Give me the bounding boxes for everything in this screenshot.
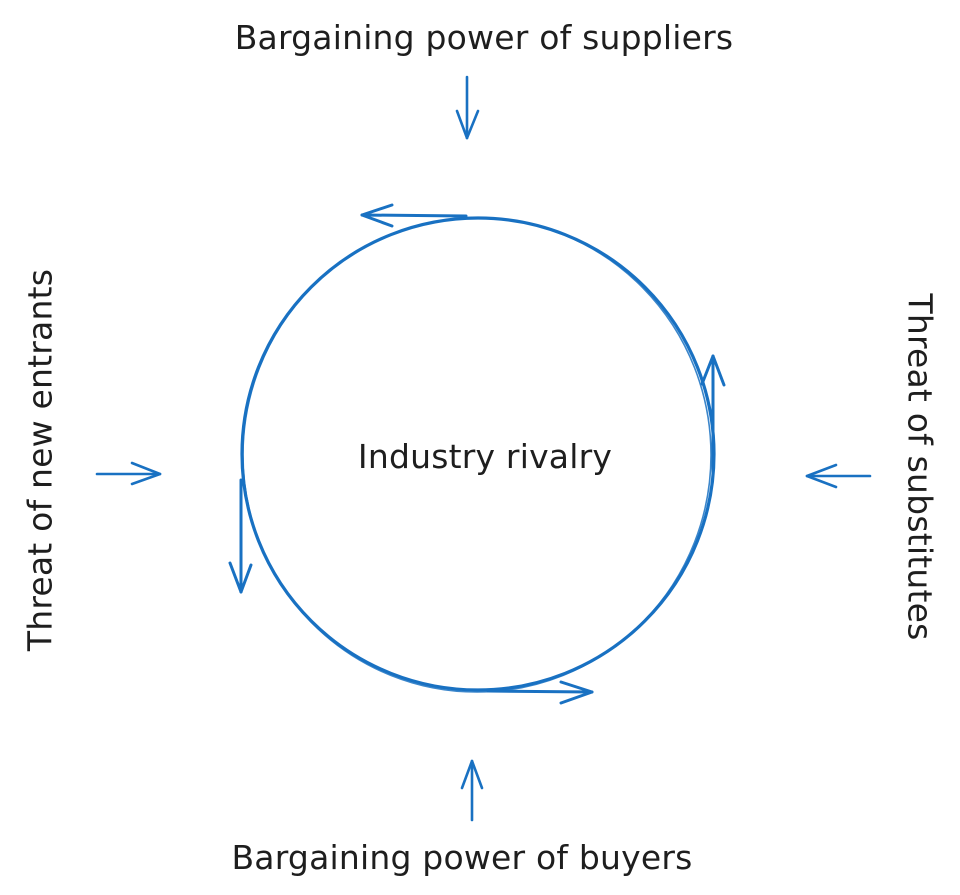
label-suppliers: Bargaining power of suppliers: [234, 18, 734, 57]
arrow-down-icon: [455, 75, 480, 140]
arrow-up-icon: [460, 759, 484, 822]
cycle-arrow-right: [700, 354, 726, 474]
rivalry-circle-outline-2: [242, 217, 712, 693]
arrow-left-icon: [805, 463, 872, 489]
label-industry-rivalry: Industry rivalry: [357, 437, 613, 476]
cycle-arrow-top: [360, 203, 468, 228]
arrow-right-icon: [95, 461, 162, 486]
cycle-arrow-left: [228, 478, 253, 594]
cycle-arrow-bottom: [486, 680, 594, 705]
label-buyers: Bargaining power of buyers: [231, 838, 693, 877]
